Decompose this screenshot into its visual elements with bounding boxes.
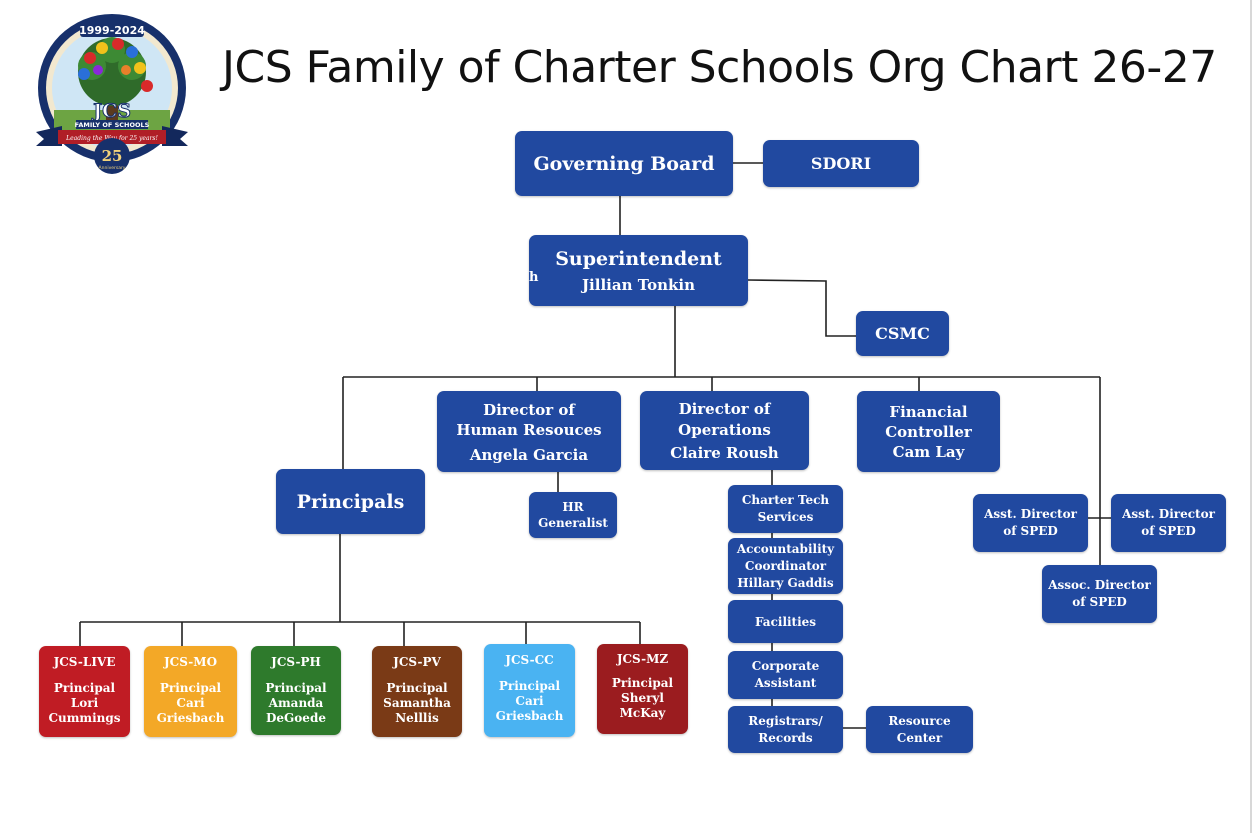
facilities-box: Facilities (728, 600, 843, 643)
asst-director-sped-label-1: Asst. Director of SPED (984, 507, 1077, 538)
school-box-jcs-cc: JCS-CC Principal Cari Griesbach (484, 644, 575, 737)
governing-board-box: Governing Board (515, 131, 733, 196)
asst-director-sped-label-2: Asst. Director of SPED (1122, 507, 1215, 538)
logo-subtitle: FAMILY OF SCHOOLS (75, 121, 150, 129)
corporate-assistant-box: Corporate Assistant (728, 651, 843, 699)
school-principal: Principal Sheryl McKay (611, 676, 674, 720)
csmc-label: CSMC (875, 324, 930, 343)
ops-director-box: Director of Operations Claire Roush (640, 391, 809, 470)
logo-years: 1999-2024 (79, 24, 145, 37)
facilities-label: Facilities (754, 614, 817, 629)
sdori-label: SDORI (810, 154, 872, 173)
charter-tech-box: Charter Tech Services (728, 485, 843, 533)
principals-label: Principals (296, 490, 405, 513)
school-principal: Principal Lori Cummings (48, 681, 121, 725)
financial-controller-box: Financial Controller Cam Lay (857, 391, 1000, 472)
school-box-jcs-live: JCS-LIVE Principal Lori Cummings (39, 646, 130, 737)
school-principal: Principal Cari Griesbach (495, 679, 564, 723)
logo-name: JCS (91, 100, 131, 122)
school-box-jcs-pv: JCS-PV Principal Samantha Nelllis (372, 646, 462, 737)
school-code: JCS-MO (163, 655, 218, 669)
accountability-label: Accountability Coordinator Hillary Gaddi… (736, 541, 835, 590)
school-box-jcs-ph: JCS-PH Principal Amanda DeGoede (251, 646, 341, 735)
page-edge-divider (1250, 0, 1252, 833)
hr-director-box: Director of Human Resouces Angela Garcia (437, 391, 621, 472)
jcs-logo: 1999-2024 JCS FAMILY OF SCHOOLS Leading … (36, 14, 188, 174)
school-box-jcs-mo: JCS-MO Principal Cari Griesbach (144, 646, 237, 737)
school-principal: Principal Cari Griesbach (156, 681, 225, 725)
logo-anniversary-word: Anniversary (99, 165, 126, 171)
school-code: JCS-CC (505, 653, 554, 667)
governing-board-label: Governing Board (533, 152, 715, 175)
charter-tech-label: Charter Tech Services (741, 493, 830, 524)
hr-director-name: Angela Garcia (469, 445, 589, 464)
ops-director-role: Director of Operations (678, 400, 771, 439)
hr-generalist-label: HR Generalist (538, 500, 608, 530)
registrars-box: Registrars/ Records (728, 706, 843, 753)
school-code: JCS-PV (393, 655, 441, 669)
school-principal: Principal Samantha Nelllis (383, 681, 451, 725)
hr-generalist-box: HR Generalist (529, 492, 617, 538)
resource-center-box: Resource Center (866, 706, 973, 753)
registrars-label: Registrars/ Records (748, 713, 823, 745)
principals-box: Principals (276, 469, 425, 534)
asst-director-sped-box-2: Asst. Director of SPED (1111, 494, 1226, 552)
csmc-box: CSMC (856, 311, 949, 356)
superintendent-role: Superintendent (555, 247, 722, 270)
ops-director-name: Claire Roush (670, 444, 779, 462)
asst-director-sped-box-1: Asst. Director of SPED (973, 494, 1088, 552)
school-code: JCS-PH (271, 655, 321, 669)
accountability-box: Accountability Coordinator Hillary Gaddi… (728, 538, 843, 594)
school-principal: Principal Amanda DeGoede (265, 681, 327, 725)
page-title: JCS Family of Charter Schools Org Chart … (222, 42, 1217, 93)
school-box-jcs-mz: JCS-MZ Principal Sheryl McKay (597, 644, 688, 734)
assoc-director-sped-box: Assoc. Director of SPED (1042, 565, 1157, 623)
financial-controller-name: Cam Lay (892, 442, 965, 461)
financial-controller-role: Financial Controller (885, 402, 972, 441)
superintendent-stray-char: h (529, 270, 539, 285)
hr-director-role: Director of Human Resouces (456, 400, 602, 439)
resource-center-label: Resource Center (888, 713, 951, 745)
superintendent-name: Jillian Tonkin (581, 275, 696, 294)
superintendent-box: Superintendent Jillian Tonkin (529, 235, 748, 306)
corporate-assistant-label: Corporate Assistant (751, 659, 820, 690)
school-code: JCS-MZ (616, 652, 669, 666)
sdori-box: SDORI (763, 140, 919, 187)
school-code: JCS-LIVE (53, 655, 116, 669)
logo-anniversary-number: 25 (102, 147, 123, 165)
assoc-director-sped-label: Assoc. Director of SPED (1048, 578, 1151, 609)
